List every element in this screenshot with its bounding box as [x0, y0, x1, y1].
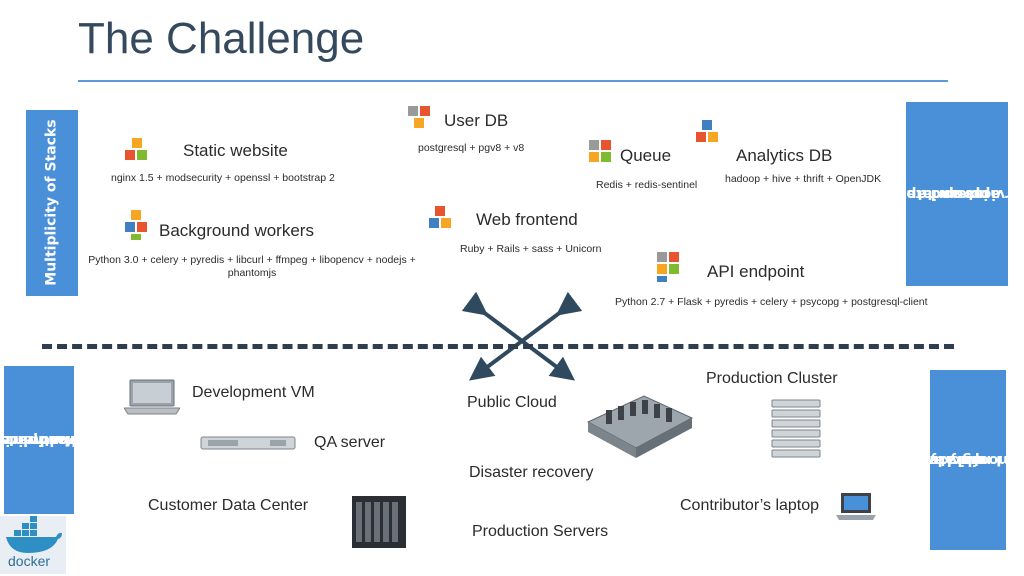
cross-arrows-icon	[461, 291, 583, 381]
docker-logo: docker	[0, 516, 66, 574]
docker-logo-text: docker	[8, 553, 51, 569]
docker-whale-icon	[6, 516, 62, 553]
analytics-db-name: Analytics DB	[736, 146, 833, 165]
blade-server-icon	[352, 496, 406, 548]
multiplicity-of-hardware-label: Multiplicity ofhardwareenvironments	[0, 366, 109, 514]
production-cluster-label: Production Cluster	[706, 370, 838, 387]
static-website-name: Static website	[183, 141, 288, 160]
background-workers-name: Background workers	[159, 221, 314, 240]
server-rack-icon	[200, 436, 296, 450]
stack-blocks-icon	[125, 138, 149, 162]
web-frontend-stack: Ruby + Rails + sass + Unicorn	[460, 243, 602, 255]
stack-blocks-icon	[696, 120, 720, 144]
background-workers-stack: Python 3.0 + celery + pyredis + libcurl …	[88, 254, 416, 279]
page-title: The Challenge	[78, 14, 365, 63]
stack-blocks-icon	[589, 140, 613, 164]
public-cloud-label: Public Cloud	[467, 394, 557, 411]
section-divider	[42, 344, 954, 349]
server-cluster-icon	[771, 399, 821, 458]
hardware-label-text: Multiplicity ofhardwareenvironments	[0, 385, 109, 494]
user-db-name: User DB	[444, 111, 509, 130]
api-endpoint-stack: Python 2.7 + Flask + pyredis + celery + …	[615, 296, 928, 308]
stack-blocks-icon	[657, 252, 681, 282]
stack-blocks-icon	[125, 210, 149, 240]
stack-blocks-icon	[408, 106, 432, 130]
api-endpoint-name: API endpoint	[707, 262, 805, 281]
datacenter-icon	[586, 395, 694, 458]
laptop-icon	[124, 379, 180, 415]
static-website-stack: nginx 1.5 + modsecurity + openssl + boot…	[111, 172, 335, 184]
qa-server-label: QA server	[314, 434, 386, 451]
stacks-label-text: Multiplicity of Stacks	[43, 119, 60, 287]
multiplicity-of-stacks-label: Multiplicity of Stacks	[26, 110, 78, 296]
interact-question-label: Do services and appsinteractappropriatel…	[884, 102, 1024, 286]
customer-data-center-label: Customer Data Center	[148, 497, 309, 514]
migrate-line: quickly?	[920, 452, 986, 469]
interact-label-text: Do services and appsinteractappropriatel…	[884, 110, 1024, 278]
stack-blocks-icon	[429, 206, 453, 230]
web-frontend-name: Web frontend	[476, 210, 578, 229]
contributors-laptop-label: Contributor’s laptop	[680, 497, 820, 514]
development-vm-label: Development VM	[192, 384, 315, 401]
queue-name: Queue	[620, 146, 672, 165]
user-db-stack: postgresql + pgv8 + v8	[418, 142, 525, 154]
analytics-db-stack: hadoop + hive + thrift + OpenJDK	[725, 173, 882, 185]
production-servers-label: Production Servers	[472, 523, 609, 540]
hardware-line: environments	[0, 432, 109, 449]
queue-stack: Redis + redis-sentinel	[596, 179, 698, 191]
disaster-recovery-label: Disaster recovery	[469, 464, 594, 481]
interact-line: appropriately?	[884, 186, 1000, 203]
title-underline	[78, 80, 948, 82]
contributor-laptop-icon	[836, 493, 876, 520]
